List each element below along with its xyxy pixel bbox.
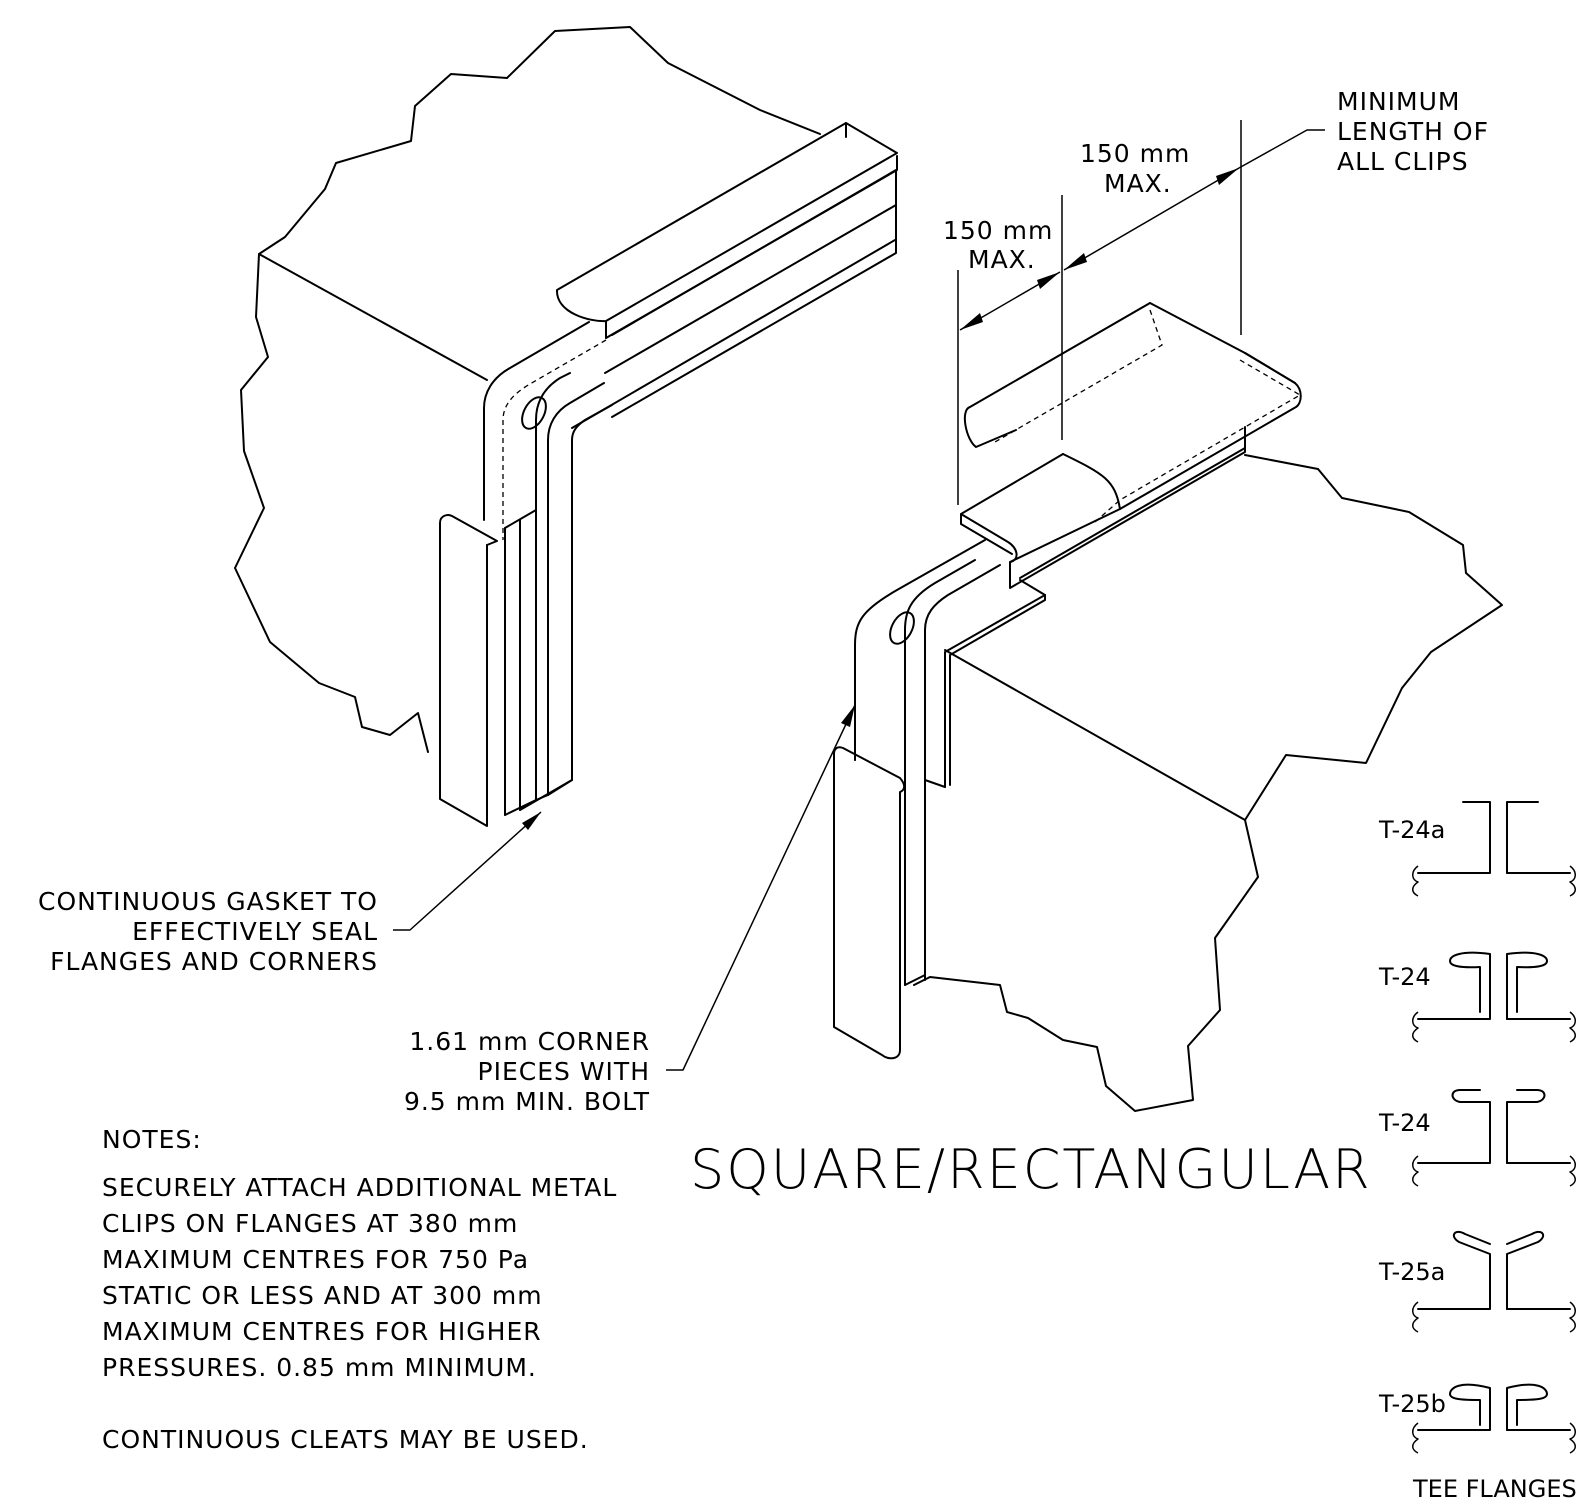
gasket-line-3: FLANGES AND CORNERS: [50, 947, 378, 976]
notes-line-3: MAXIMUM CENTRES FOR 750 Pa: [102, 1245, 529, 1274]
dim-b-value: 150 mm: [943, 216, 1053, 245]
right-duct-torn-edge: [913, 454, 1503, 1112]
dim-a-value: 150 mm: [1080, 139, 1190, 168]
left-vertical-clip: [439, 514, 498, 827]
notes-line-2: CLIPS ON FLANGES AT 380 mm: [102, 1209, 518, 1238]
tee-label-t24-2: T-24: [1378, 1109, 1431, 1137]
tee-label-t25b: T-25b: [1378, 1390, 1446, 1418]
notes-line-1: SECURELY ATTACH ADDITIONAL METAL: [102, 1173, 617, 1202]
tee-profile-t25a: [1412, 1230, 1576, 1333]
dimensions: [957, 120, 1325, 505]
notes-line-6: PRESSURES. 0.85 mm MINIMUM.: [102, 1353, 537, 1382]
right-vertical-clip: [833, 746, 906, 1060]
min-length-line-1: MINIMUM: [1337, 87, 1460, 116]
min-length-line-3: ALL CLIPS: [1337, 147, 1469, 176]
tee-profile-t24-1: [1412, 951, 1576, 1043]
gasket-line-2: EFFECTIVELY SEAL: [132, 917, 378, 946]
right-top-clip: [963, 302, 1151, 448]
tee-label-t24-1: T-24: [1378, 963, 1431, 991]
tee-label-t24a: T-24a: [1378, 816, 1445, 844]
tee-profile-t24-2: [1412, 1089, 1576, 1187]
corner-line-3: 9.5 mm MIN. BOLT: [404, 1087, 650, 1116]
dim-a-max: MAX.: [1104, 169, 1172, 198]
tee-profile-t24a: [1412, 801, 1576, 897]
corner-line-1: 1.61 mm CORNER: [409, 1027, 650, 1056]
text-labels: MINIMUM LENGTH OF ALL CLIPS 150 mm MAX. …: [38, 87, 1577, 1503]
dim-b-max: MAX.: [968, 245, 1036, 274]
notes-line-5: MAXIMUM CENTRES FOR HIGHER: [102, 1317, 542, 1346]
right-duct-assembly: [833, 302, 1503, 1112]
tee-label-t25a: T-25a: [1378, 1258, 1445, 1286]
notes-line-4: STATIC OR LESS AND AT 300 mm: [102, 1281, 543, 1310]
notes-heading: NOTES:: [102, 1125, 202, 1154]
left-bolt-hole: [521, 396, 547, 430]
right-bolt-hole: [889, 611, 915, 645]
left-top-clip: [555, 122, 898, 323]
tee-profile-t25b: [1412, 1383, 1576, 1454]
diagram-title: SQUARE/RECTANGULAR: [690, 1138, 1372, 1201]
min-length-line-2: LENGTH OF: [1337, 117, 1489, 146]
left-duct-assembly: [234, 26, 898, 827]
leaders: [393, 704, 856, 1071]
tee-flanges-caption: TEE FLANGES: [1412, 1475, 1577, 1503]
notes-footer: CONTINUOUS CLEATS MAY BE USED.: [102, 1425, 589, 1454]
tee-flange-profiles: [1412, 801, 1576, 1454]
left-duct-torn-edge: [234, 26, 821, 753]
gasket-line-1: CONTINUOUS GASKET TO: [38, 887, 378, 916]
corner-line-2: PIECES WITH: [478, 1057, 650, 1086]
